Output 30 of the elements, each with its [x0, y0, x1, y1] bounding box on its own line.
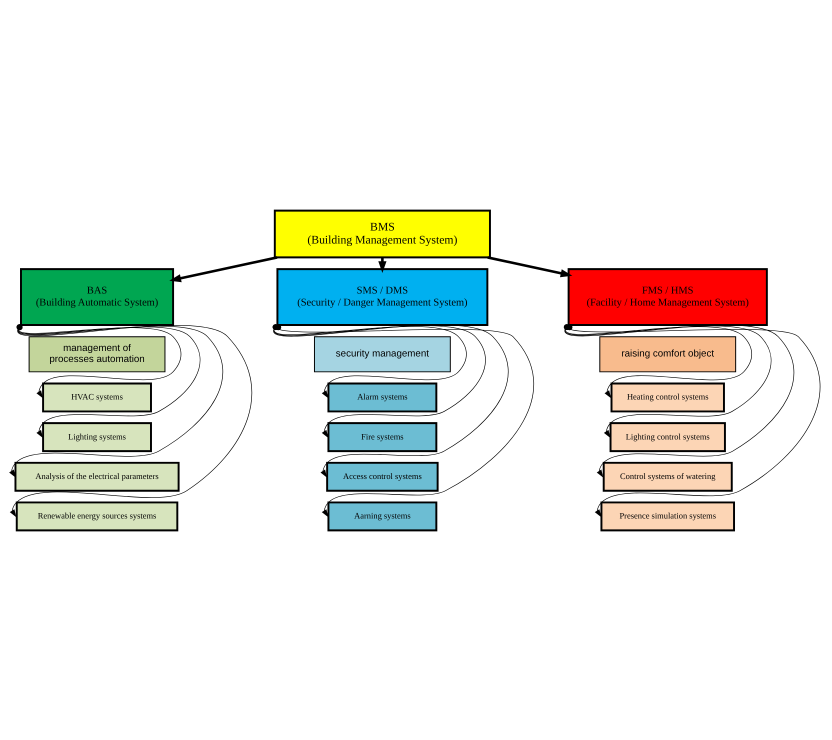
node-box: Lighting systems — [42, 422, 152, 452]
node-box: Aarning systems — [327, 500, 438, 531]
arrow — [9, 324, 223, 478]
node-box: SMS / DMS (Security / Danger Management System) — [276, 268, 488, 326]
node-box: management of processes automation — [28, 336, 166, 372]
arrow — [564, 324, 794, 478]
arrow — [16, 324, 182, 398]
node-box: Lighting control systems — [610, 422, 726, 452]
node-box: security management — [314, 336, 451, 372]
arrow — [564, 324, 772, 438]
node-box: Access control systems — [326, 461, 439, 492]
arrow — [10, 324, 252, 517]
arrow — [566, 324, 820, 517]
arrow — [487, 256, 572, 277]
node-box: Heating control systems — [610, 382, 725, 412]
node-box: Renewable energy sources systems — [16, 500, 178, 531]
node-box: HVAC systems — [42, 382, 152, 412]
arrow — [564, 324, 752, 398]
node-box: Analysis of the electrical parameters — [14, 461, 180, 492]
node-box: Control systems of watering — [602, 461, 733, 492]
arrow — [169, 256, 278, 282]
node-box: BMS (Building Management System) — [274, 209, 491, 258]
arrow — [16, 324, 200, 438]
node-box: Fire systems — [327, 422, 438, 452]
arrow — [275, 324, 534, 517]
node-box: BAS (Building Automatic System) — [20, 268, 174, 326]
node-box: FMS / HMS (Facility / Home Management System) — [568, 268, 768, 326]
node-box: Alarm systems — [327, 382, 438, 412]
node-box: Presence simulation systems — [600, 500, 735, 531]
node-box: raising comfort object — [599, 336, 736, 372]
